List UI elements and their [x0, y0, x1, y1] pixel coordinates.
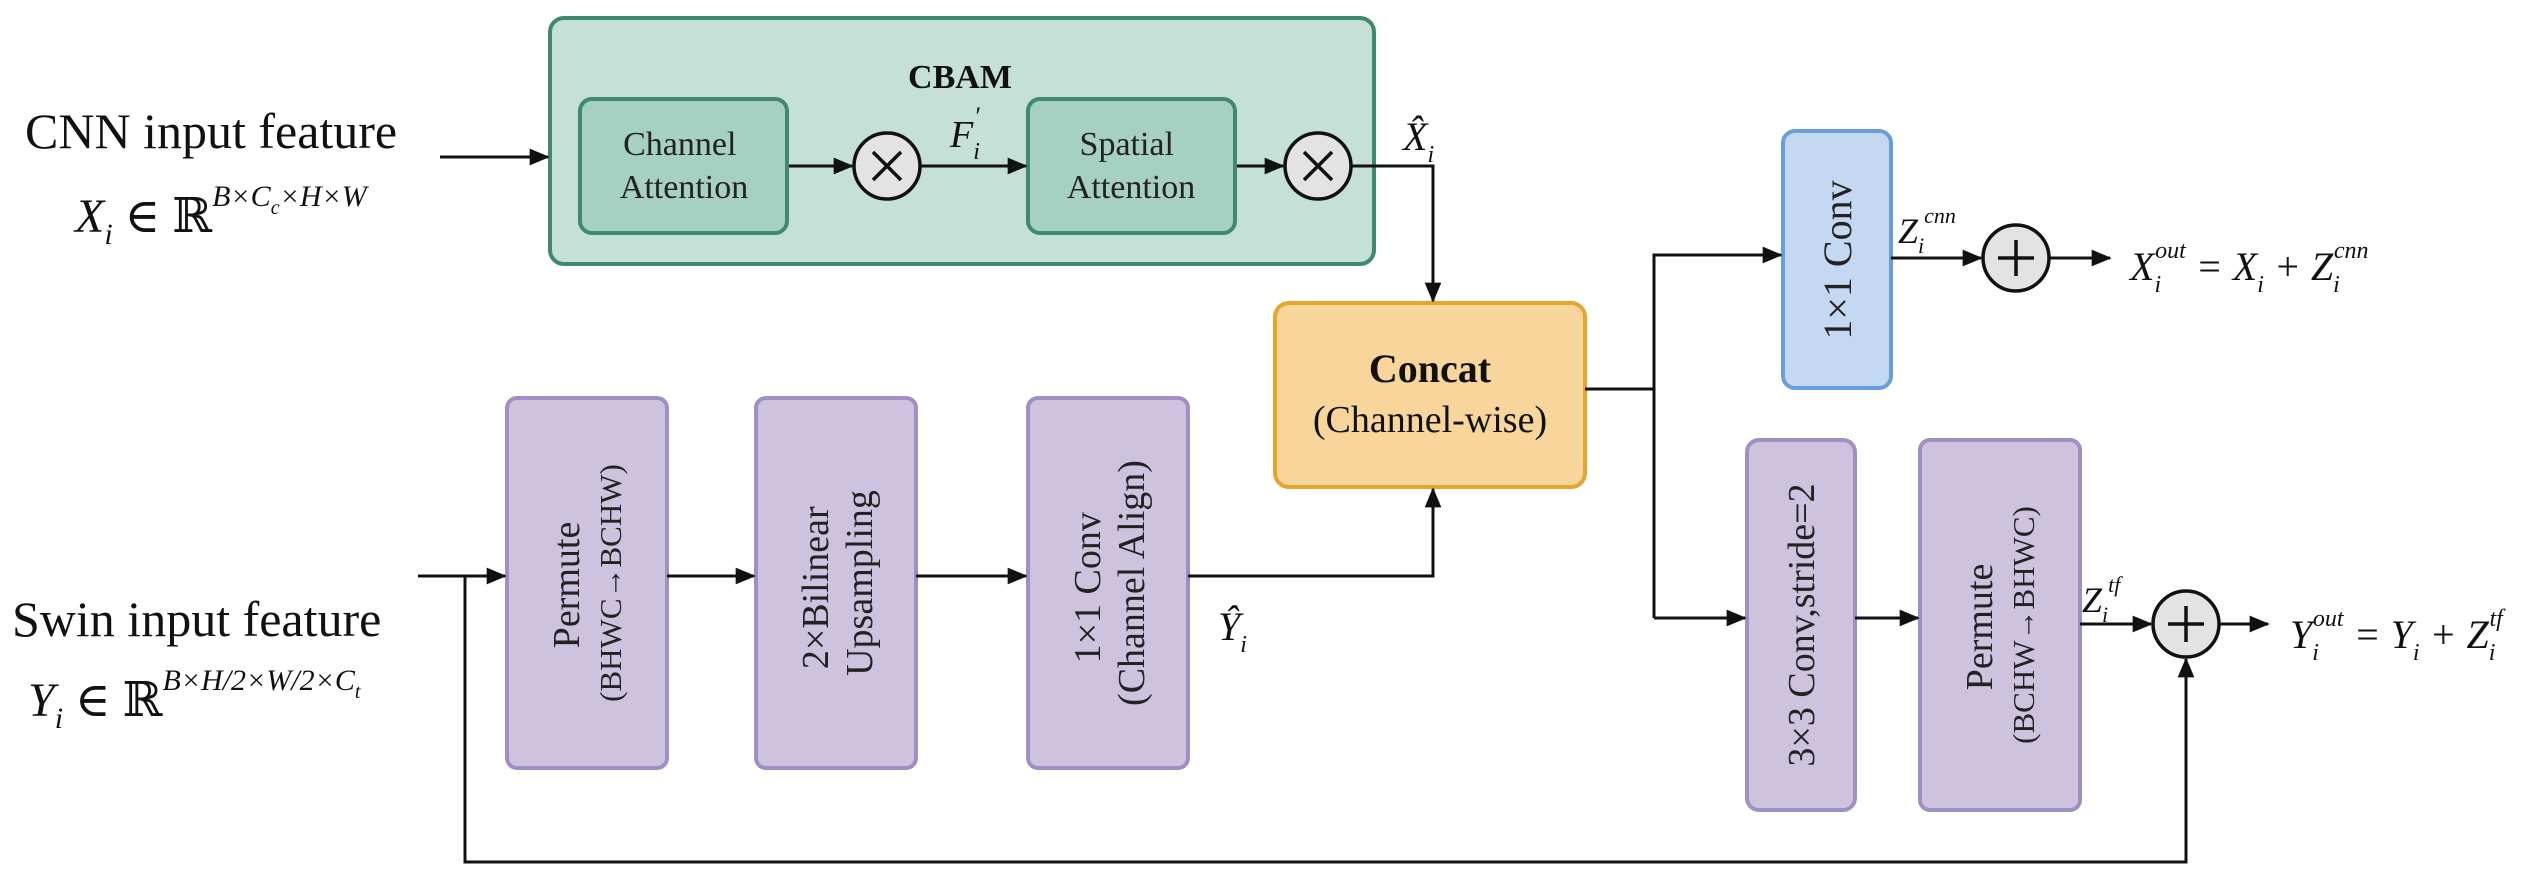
channel-attention-line2: Attention [620, 169, 748, 206]
svg-text:Permute (BCHW→BHWC): Permute (BCHW→BHWC) [1959, 506, 2041, 744]
swin-input-label-group: Swin input feature Yi∈ ℝB×H/2×W/2×Ct [12, 591, 381, 735]
arrow-convalign-to-concat [1188, 487, 1442, 578]
conv-align-line1: 1×1 Conv [1067, 512, 1109, 663]
top-conv-block: 1×1 Conv [1781, 129, 1893, 390]
y-out-equation: Yiout= Yi+ Zitf [2290, 606, 2506, 666]
cbam-title: CBAM [908, 59, 1012, 96]
svg-text:Channel Attention: Channel Attention [620, 126, 748, 206]
svg-text:Permute (BHWC→BCHW): Permute (BHWC→BCHW) [546, 464, 628, 702]
cnn-input-label-group: CNN input feature Xi∈ ℝB×Cc×H×W [25, 103, 397, 251]
permute-1-line2: (BHWC→BCHW) [593, 464, 628, 702]
stride-conv-label: 3×3 Conv,stride=2 [1781, 483, 1823, 766]
svg-text:1×1 Conv (Channel Align): 1×1 Conv (Channel Align) [1067, 460, 1153, 706]
cnn-input-label: CNN input feature [25, 103, 397, 159]
channel-attention-block: Channel Attention [578, 97, 789, 235]
multiply-op-1 [852, 131, 922, 201]
f-prime-label: Fi′ [949, 102, 980, 165]
x-hat-label: X̂i [1401, 114, 1434, 168]
multiply-op-2 [1283, 131, 1353, 201]
permute-2-line2: (BCHW→BHWC) [2006, 506, 2041, 744]
z-cnn-label: Zicnn [1898, 203, 1956, 258]
swin-input-label: Swin input feature [12, 591, 381, 647]
permute-1-line1: Permute [546, 522, 588, 649]
channel-attention-line1: Channel [623, 126, 736, 163]
upsampling-line1: 2×Bilinear [795, 506, 837, 669]
swin-input-formula: Yi∈ ℝB×H/2×W/2×Ct [28, 664, 361, 735]
spatial-attention-block: Spatial Attention [1026, 97, 1237, 235]
svg-text:Spatial Attention: Spatial Attention [1067, 126, 1195, 206]
svg-text:3×3 Conv,stride=2: 3×3 Conv,stride=2 [1781, 483, 1823, 766]
concat-title: Concat [1369, 346, 1492, 391]
y-hat-label: Ŷi [1218, 604, 1247, 658]
arrow-to-top-conv [1652, 246, 1783, 618]
connectors [418, 148, 2270, 864]
conv-align-line2: (Channel Align) [1111, 460, 1153, 706]
circle-times-icon [871, 150, 903, 182]
concat-subtitle: (Channel-wise) [1313, 399, 1547, 441]
add-op-bottom [2151, 589, 2221, 659]
circle-times-icon [1302, 150, 1334, 182]
permute-block-2: Permute (BCHW→BHWC) [1918, 438, 2082, 812]
conv-align-block: 1×1 Conv (Channel Align) [1026, 396, 1190, 770]
cbam-module: CBAM Channel Attention Spatial Attention [548, 16, 1376, 266]
concat-block: Concat (Channel-wise) [1273, 301, 1587, 489]
permute-2-line1: Permute [1959, 564, 2001, 691]
circle-plus-icon [1998, 240, 2034, 276]
svg-text:2×Bilinear Upsampling: 2×Bilinear Upsampling [795, 490, 881, 676]
svg-text:1×1 Conv: 1×1 Conv [1815, 180, 1860, 339]
z-tf-label: Zitf [2082, 572, 2123, 627]
upsampling-block: 2×Bilinear Upsampling [754, 396, 918, 770]
circle-plus-icon [2168, 606, 2204, 642]
stride-conv-block: 3×3 Conv,stride=2 [1745, 438, 1857, 812]
top-conv-label: 1×1 Conv [1815, 180, 1860, 339]
permute-block-1: Permute (BHWC→BCHW) [505, 396, 669, 770]
arrow-mul2-to-concat [1351, 164, 1442, 303]
spatial-attention-line2: Attention [1067, 169, 1195, 206]
cnn-input-formula: Xi∈ ℝB×Cc×H×W [73, 180, 370, 251]
spatial-attention-line1: Spatial [1080, 126, 1174, 163]
arrow-skip-connection [463, 576, 2195, 864]
add-op-top [1981, 223, 2051, 293]
x-out-equation: Xiout= Xi+ Zicnn [2128, 238, 2368, 298]
upsampling-line2: Upsampling [839, 490, 881, 676]
